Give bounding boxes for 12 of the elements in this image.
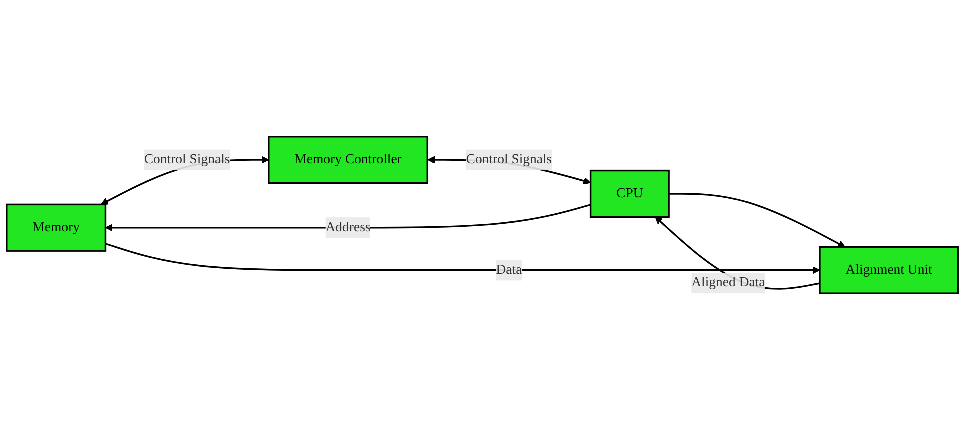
node-box: Alignment Unit (819, 246, 959, 294)
arrow (105, 242, 820, 274)
edge-label: Control Signals (466, 152, 552, 167)
edge-label: Aligned Data (692, 275, 766, 290)
node-box: Memory (6, 204, 107, 252)
node-box: CPU (590, 170, 670, 218)
arrow (105, 204, 592, 232)
edge-label: Control Signals (144, 152, 230, 167)
arrow (669, 192, 846, 248)
edge-label: Address (326, 220, 371, 235)
node-box: Memory Controller (268, 136, 428, 184)
edge-label: Data (496, 262, 522, 278)
